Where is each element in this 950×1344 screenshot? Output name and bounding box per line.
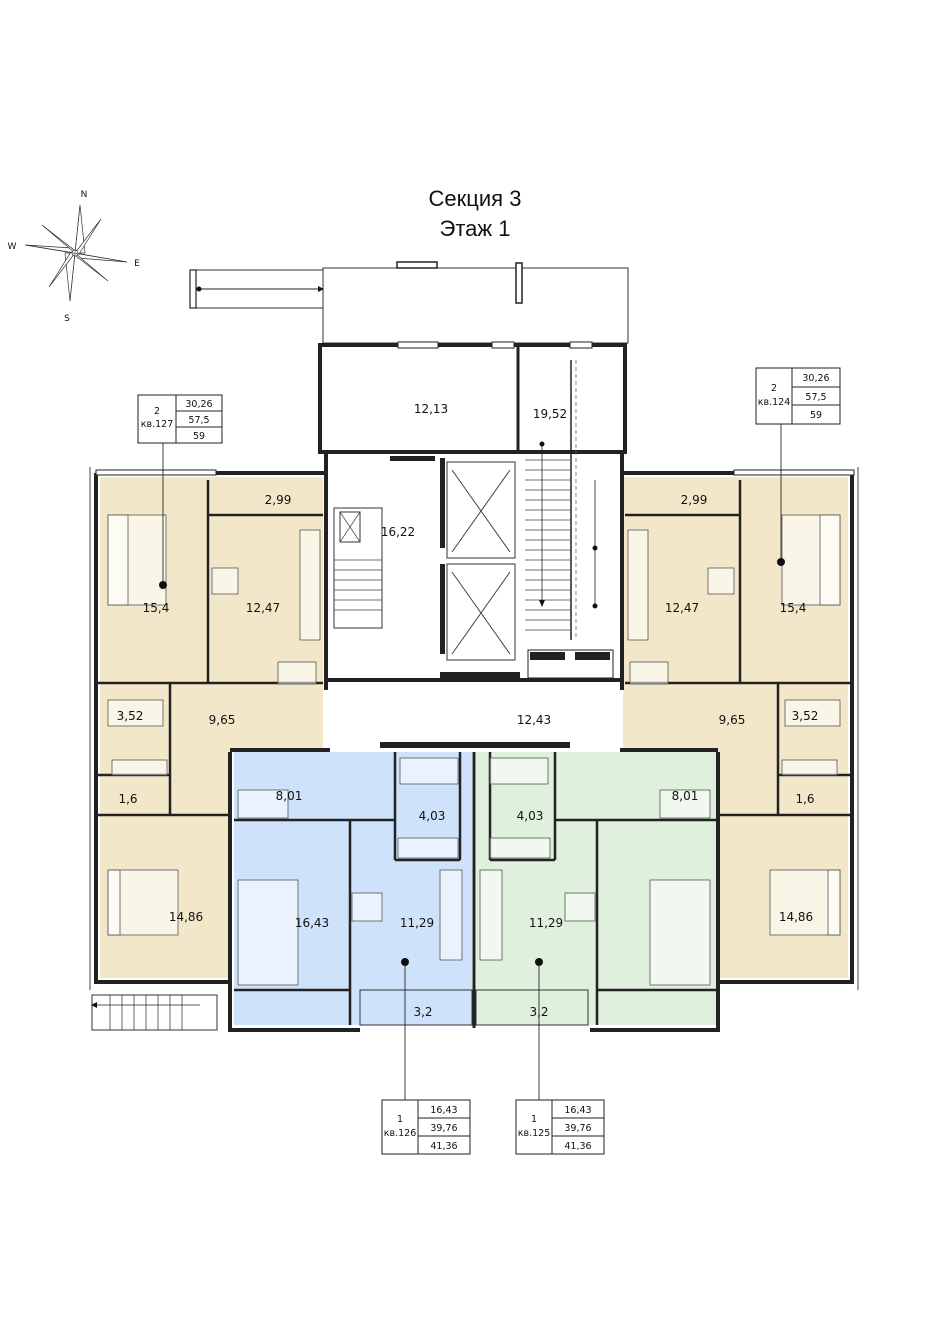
room-area-label: 2,99 <box>681 493 708 507</box>
tag-apt-number: кв.125 <box>518 1128 551 1139</box>
room-area-label: 14,86 <box>169 910 203 924</box>
room-area-label: 19,52 <box>533 407 567 421</box>
tag-value: 59 <box>810 410 822 421</box>
room-area-label: 9,65 <box>209 713 236 727</box>
compass-north-label: N <box>81 190 88 200</box>
exterior-walls <box>89 467 859 1032</box>
room-area-label: 3,2 <box>413 1005 432 1019</box>
exit-stairs <box>91 994 218 1031</box>
room-area-label: 4,03 <box>419 809 446 823</box>
room-area-label: 3,2 <box>529 1005 548 1019</box>
room-area-label: 11,29 <box>400 916 434 930</box>
room-area-label: 12,47 <box>665 601 699 615</box>
compass-east-label: E <box>134 259 140 269</box>
tag-value: 30,26 <box>185 399 212 410</box>
tag-value: 57,5 <box>805 392 826 403</box>
tag-value: 39,76 <box>564 1123 591 1134</box>
tag-value: 57,5 <box>188 415 209 426</box>
tag-value: 30,26 <box>802 373 829 384</box>
apartment-tag-125: 1 кв.125 16,43 39,76 41,36 <box>515 1099 605 1155</box>
room-area-label: 14,86 <box>779 910 813 924</box>
room-area-label: 9,65 <box>719 713 746 727</box>
tag-apt-number: кв.124 <box>758 397 791 408</box>
room-area-label: 16,43 <box>295 916 329 930</box>
room-area-label: 8,01 <box>672 789 699 803</box>
stair-block <box>318 341 627 682</box>
compass-west-label: W <box>8 242 17 252</box>
tag-value: 41,36 <box>430 1141 457 1152</box>
furniture <box>107 514 841 986</box>
room-area-label: 15,4 <box>780 601 807 615</box>
room-area-label: 3,52 <box>117 709 144 723</box>
room-area-label: 12,43 <box>517 713 551 727</box>
room-area-label: 1,6 <box>118 792 137 806</box>
bottom-balconies <box>359 989 589 1026</box>
tag-rooms: 1 <box>531 1114 537 1125</box>
interior-partitions <box>96 480 852 1025</box>
room-area-label: 12,47 <box>246 601 280 615</box>
compass-rose-icon <box>24 204 128 302</box>
apartment-tag-127: 2 кв.127 30,26 57,5 59 <box>137 394 223 444</box>
tag-rooms: 2 <box>154 406 160 417</box>
tag-apt-number: кв.127 <box>141 419 174 430</box>
tag-rooms: 2 <box>771 383 777 394</box>
tag-value: 16,43 <box>430 1105 457 1116</box>
room-area-label: 1,6 <box>795 792 814 806</box>
apartment-tag-124: 2 кв.124 30,26 57,5 59 <box>755 367 841 425</box>
tag-value: 16,43 <box>564 1105 591 1116</box>
section-title: Секция 3 <box>428 186 522 211</box>
compass-south-label: S <box>64 314 70 324</box>
tag-apt-number: кв.126 <box>384 1128 417 1139</box>
tag-value: 59 <box>193 431 205 442</box>
room-area-label: 4,03 <box>517 809 544 823</box>
room-area-label: 8,01 <box>276 789 303 803</box>
entrance-canopy <box>189 261 629 344</box>
tag-rooms: 1 <box>397 1114 403 1125</box>
tag-value: 41,36 <box>564 1141 591 1152</box>
room-area-label: 16,22 <box>381 525 415 539</box>
room-area-label: 11,29 <box>529 916 563 930</box>
room-area-label: 2,99 <box>265 493 292 507</box>
floor-title: Этаж 1 <box>439 216 511 241</box>
room-area-label: 3,52 <box>792 709 819 723</box>
tag-value: 39,76 <box>430 1123 457 1134</box>
room-area-label: 12,13 <box>414 402 448 416</box>
apartment-markers <box>159 424 785 1100</box>
apartment-tag-126: 1 кв.126 16,43 39,76 41,36 <box>381 1099 471 1155</box>
room-area-label: 15,4 <box>143 601 170 615</box>
